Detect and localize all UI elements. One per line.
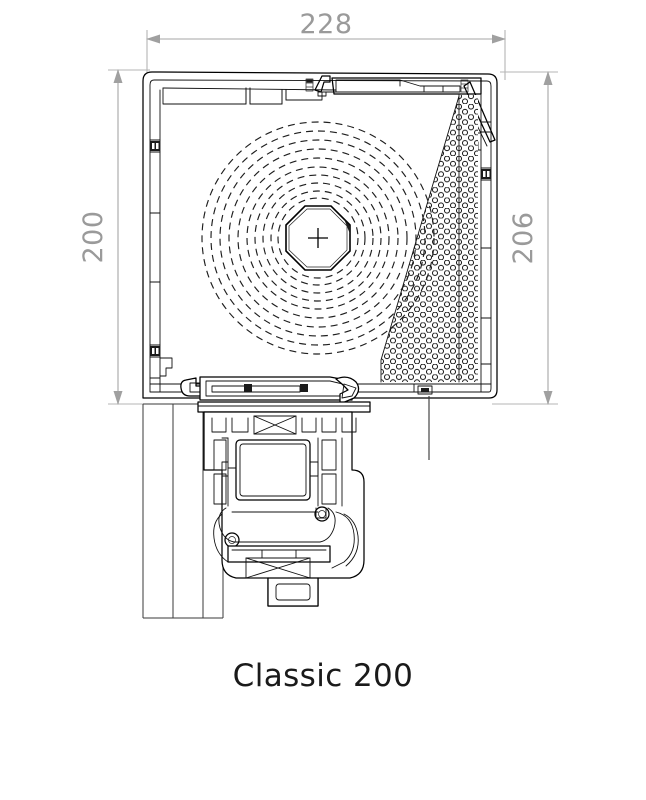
dimension-right-206: 206 [492,71,558,405]
frame-sash-rail [227,545,331,579]
frame-center-chamber [235,439,311,501]
left-wall-chambers [149,89,173,393]
page-title: Classic 200 [233,658,414,694]
top-lid-chambers [162,87,337,105]
frame-left-hook [213,513,229,563]
frame-right-hook [331,511,359,569]
sill-transition-profile [180,376,371,413]
dimension-top-label: 228 [299,9,352,40]
frame-right-chambers [309,437,343,507]
dimension-left-label: 200 [78,210,109,263]
dimension-right-label: 206 [508,211,539,264]
right-wall-chambers [472,93,492,393]
rolled-shutter-curtain [201,121,435,355]
frame-top-chambers [211,415,357,435]
dimension-left-200: 200 [78,69,160,405]
frame-bottom-tongue [267,577,319,607]
shaft-center-crosshair [308,228,328,248]
top-center-latch [305,75,331,97]
dimension-top-228: 228 [146,9,506,80]
frame-left-chambers [213,437,237,507]
pvc-window-frame-profile [203,411,365,607]
